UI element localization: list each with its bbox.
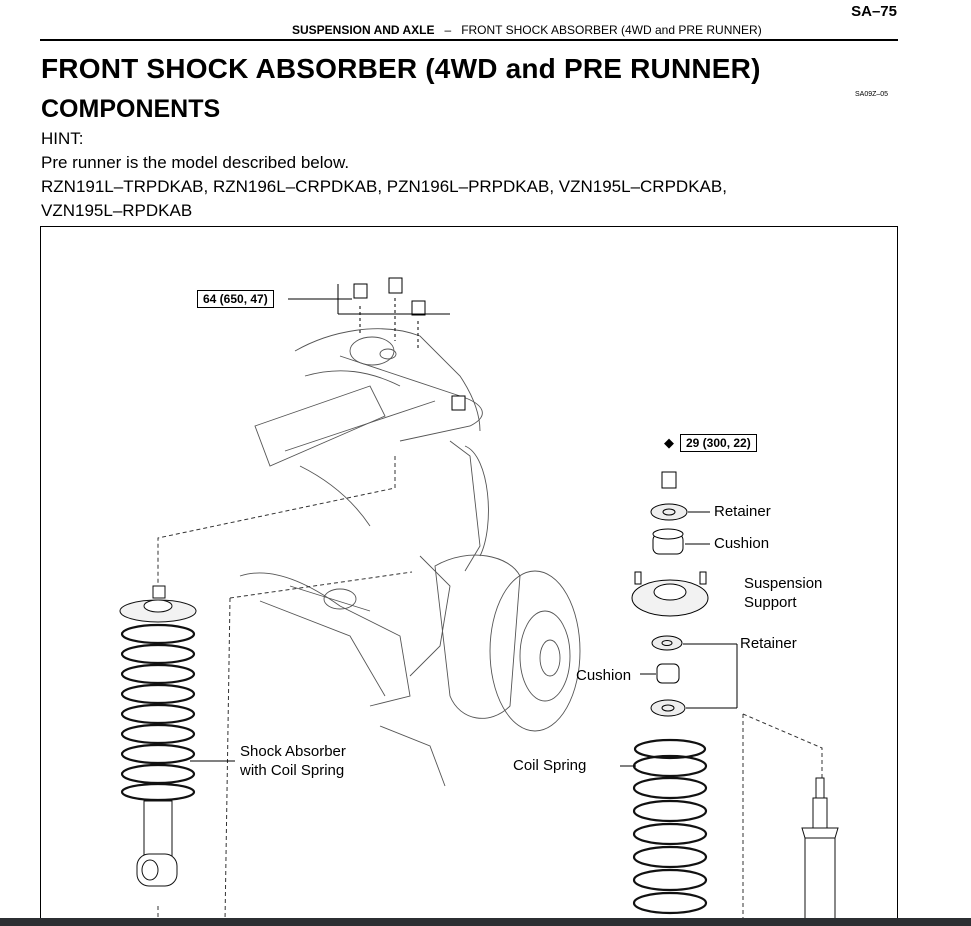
upper-arm-nuts <box>353 277 466 411</box>
section-heading: COMPONENTS <box>41 95 221 123</box>
section-name: SUSPENSION AND AXLE <box>292 23 435 37</box>
hint-line-2: RZN191L–TRPDKAB, RZN196L–CRPDKAB, PZN196… <box>41 177 727 196</box>
dashed-leaders <box>157 456 823 926</box>
label-suspension-support-2: Support <box>744 594 797 611</box>
parts-stack <box>631 471 709 717</box>
subsection-name: FRONT SHOCK ABSORBER (4WD and PRE RUNNER… <box>461 23 762 37</box>
figure-frame <box>40 226 898 926</box>
components-diagram <box>119 277 839 926</box>
header-separator: – <box>444 23 452 37</box>
hint-line-1: Pre runner is the model described below. <box>41 153 350 172</box>
shock-with-coil <box>119 585 197 887</box>
hint-label: HINT: <box>41 129 84 148</box>
label-suspension-support-1: Suspension <box>744 575 823 592</box>
label-retainer-lower: Retainer <box>740 635 797 652</box>
viewer-bottom-bar <box>0 918 971 926</box>
shock-absorber <box>801 777 839 926</box>
torque-spec-upper-arm: 64 (650, 47) <box>197 290 274 308</box>
header-rule <box>40 39 898 41</box>
hint-line-3: VZN195L–RPDKAB <box>41 201 193 220</box>
label-retainer-top: Retainer <box>714 503 771 520</box>
page-title: FRONT SHOCK ABSORBER (4WD and PRE RUNNER… <box>41 53 761 84</box>
running-header: SUSPENSION AND AXLE – FRONT SHOCK ABSORB… <box>292 23 762 37</box>
label-coil-spring: Coil Spring <box>513 757 587 774</box>
label-cushion-lower: Cushion <box>576 667 632 684</box>
precoat-marker-icon: ◆ <box>664 435 674 450</box>
steering-knuckle-sketch <box>239 328 581 787</box>
label-shock-coil-2: with Coil Spring <box>240 762 345 779</box>
page-number: SA–75 <box>851 3 897 20</box>
coil-spring <box>632 738 708 915</box>
label-cushion-top: Cushion <box>714 535 770 552</box>
figure-code: SA09Z–05 <box>855 91 889 98</box>
torque-spec-nut: 29 (300, 22) <box>680 434 757 452</box>
label-shock-coil-1: Shock Absorber <box>240 743 346 760</box>
